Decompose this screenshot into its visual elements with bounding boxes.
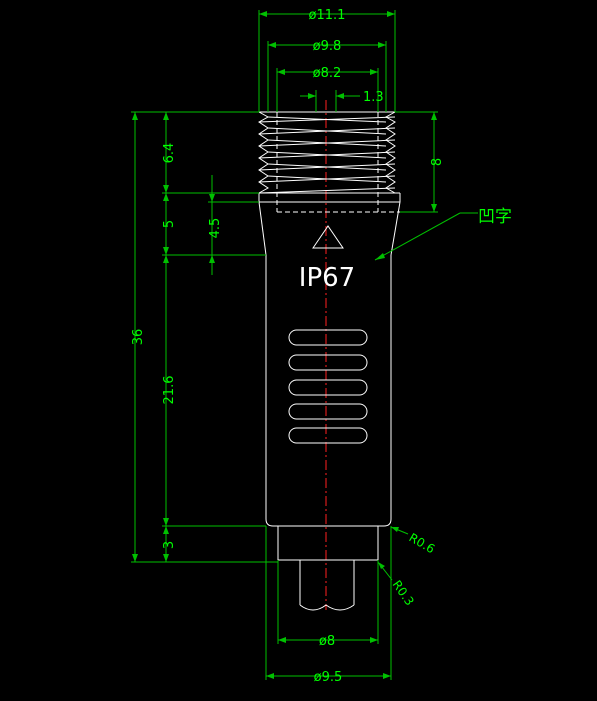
dim-label-h5: 5 [162,220,177,228]
grip-slots [288,329,368,444]
dim-label-r0-3: R0.3 [390,578,417,608]
dim-diameter-8-2: ø8.2 [276,66,379,112]
dim-height-21-6: 21.6 [162,255,266,527]
dim-label-d8-2: ø8.2 [313,66,342,81]
dim-label-h8: 8 [430,158,445,166]
cable-stub [299,560,355,611]
dim-label-d11-1: ø11.1 [309,8,346,23]
flange [258,192,401,256]
main-body [265,255,392,527]
dim-label-h3: 3 [162,541,177,549]
dim-diameter-11-1: ø11.1 [258,8,396,112]
dim-height-6-4: 6.4 [162,112,259,194]
dim-label-d9-5: ø9.5 [314,670,343,685]
leader-radius-0-3: R0.3 [377,561,417,608]
dim-height-4-5: 4.5 [208,175,259,275]
dim-height-3: 3 [162,526,177,562]
dim-label-h21-6: 21.6 [162,376,177,405]
dim-diameter-8: ø8 [277,560,379,649]
dim-diameter-9-8: ø9.8 [267,39,387,112]
dim-label-pitch: 1.3 [363,90,384,105]
dim-height-5: 5 [162,193,266,256]
dim-label-h4-5: 4.5 [208,218,223,239]
dim-height-36: 36 [131,111,278,563]
emboss-note-label: 凹字 [478,207,512,227]
ip-marking: IP67 [299,263,355,293]
dim-label-h6-4: 6.4 [162,143,177,164]
triangle-warning-icon [312,225,344,249]
dim-label-d9-8: ø9.8 [313,39,342,54]
thread-section [258,111,400,213]
dim-label-h36: 36 [131,329,146,346]
dim-thread-pitch: 1.3 [300,90,384,112]
dim-label-d8: ø8 [319,634,335,649]
dim-diameter-9-5: ø9.5 [265,526,392,685]
dim-label-r0-6: R0.6 [407,530,438,556]
lower-boss [277,526,379,561]
leader-radius-0-6: R0.6 [390,526,438,556]
leader-emboss-note: 凹字 [374,207,512,261]
dim-height-8: 8 [395,111,445,213]
